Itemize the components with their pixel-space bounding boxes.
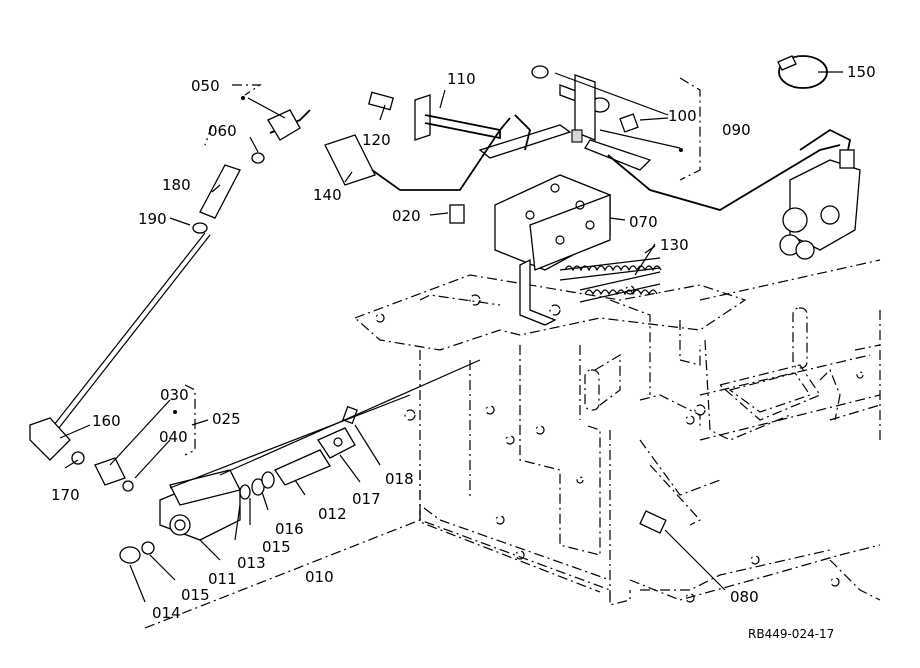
callout-050: 050 bbox=[191, 77, 220, 95]
reference-dots bbox=[173, 96, 683, 414]
callout-013: 013 bbox=[237, 554, 266, 572]
group-brackets bbox=[184, 77, 701, 456]
callout-015-a: 015 bbox=[262, 538, 291, 556]
callout-015-b: 015 bbox=[181, 586, 210, 604]
callout-070: 070 bbox=[629, 213, 658, 231]
control-valve bbox=[779, 149, 861, 260]
callout-120: 120 bbox=[362, 131, 391, 149]
callout-030: 030 bbox=[160, 386, 189, 404]
callout-012: 012 bbox=[318, 505, 347, 523]
chassis-frame bbox=[353, 259, 881, 606]
bolt-080 bbox=[639, 510, 726, 591]
callout-150: 150 bbox=[847, 63, 876, 81]
callout-190: 190 bbox=[138, 210, 167, 228]
lever-assembly bbox=[368, 65, 652, 171]
callout-016: 016 bbox=[275, 520, 304, 538]
hydraulic-line bbox=[49, 109, 311, 434]
callout-130: 130 bbox=[660, 236, 689, 254]
valve-block-assembly bbox=[29, 359, 481, 629]
callout-160: 160 bbox=[92, 412, 121, 430]
callout-170: 170 bbox=[51, 486, 80, 504]
callout-014: 014 bbox=[152, 604, 181, 622]
callout-010: 010 bbox=[305, 568, 334, 586]
callout-140: 140 bbox=[313, 186, 342, 204]
callout-025: 025 bbox=[212, 410, 241, 428]
callout-090: 090 bbox=[722, 121, 751, 139]
callout-018: 018 bbox=[385, 470, 414, 488]
callout-017: 017 bbox=[352, 490, 381, 508]
callout-100: 100 bbox=[668, 107, 697, 125]
callout-060: 060 bbox=[208, 122, 237, 140]
callout-labels: 150 110 050 060 120 100 090 180 140 190 … bbox=[51, 63, 876, 641]
callout-110: 110 bbox=[447, 70, 476, 88]
callout-011: 011 bbox=[208, 570, 237, 588]
spring-bracket bbox=[449, 174, 662, 326]
callout-180: 180 bbox=[162, 176, 191, 194]
leader-lines bbox=[59, 71, 843, 603]
callout-080: 080 bbox=[730, 588, 759, 606]
callout-020: 020 bbox=[392, 207, 421, 225]
callout-040: 040 bbox=[159, 428, 188, 446]
figure-reference-code: RB449-024-17 bbox=[748, 627, 834, 641]
